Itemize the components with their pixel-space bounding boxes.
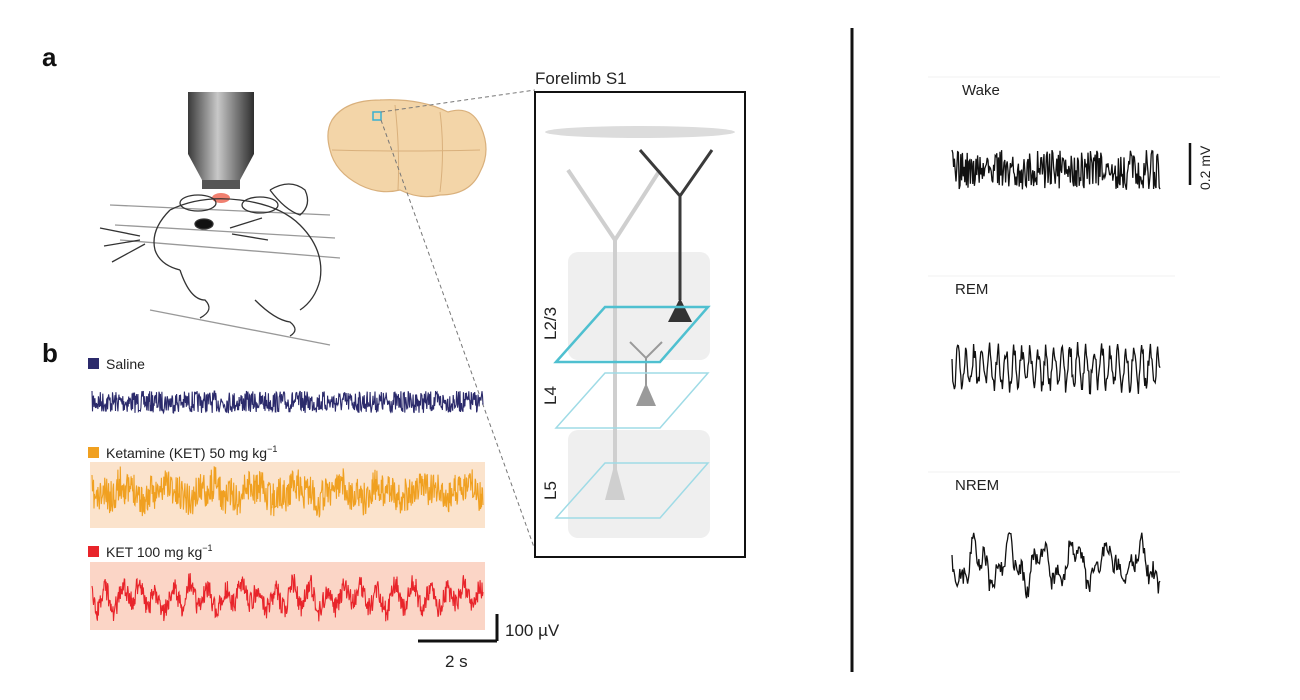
panel-b-letter: b (42, 338, 58, 368)
plane-l23 (553, 305, 711, 364)
legend-swatch-saline (88, 358, 99, 369)
trace-ket50 (91, 466, 484, 518)
layer-label-l23: L2/3 (541, 307, 560, 340)
scale-label-amplitude: 100 µV (505, 621, 560, 640)
mouse-illustration (99, 183, 341, 346)
microscope-objective-icon (188, 92, 254, 203)
state-label-nrem: NREM (955, 477, 999, 494)
panel-a-letter: a (42, 42, 57, 72)
state-label-wake: Wake (962, 82, 1000, 99)
layer-band-l5 (568, 430, 710, 538)
region-title: Forelimb S1 (535, 69, 627, 88)
trace-saline (91, 390, 484, 415)
trace-wake (951, 149, 1161, 190)
cortex-surface (545, 126, 735, 138)
trace-ket100 (91, 573, 484, 622)
l23-neuron-icon (638, 149, 714, 322)
trace-rem (951, 341, 1161, 395)
state-label-rem: REM (955, 281, 988, 298)
legend-label-ket100: KET 100 mg kg−1 (106, 543, 213, 560)
l5-neuron-icon (566, 168, 662, 500)
plane-l5 (554, 462, 710, 519)
legend-swatch-ket50 (88, 447, 99, 458)
scale-bar-panel-b (418, 614, 499, 643)
legend-label-saline: Saline (106, 356, 145, 372)
legend-label-ket50: Ketamine (KET) 50 mg kg−1 (106, 444, 277, 461)
scale-label-time: 2 s (445, 652, 468, 671)
legend-swatch-ket100 (88, 546, 99, 557)
layer-label-l4: L4 (541, 386, 560, 405)
plane-l4 (554, 372, 710, 429)
trace-nrem (951, 531, 1161, 599)
scale-label-right: 0.2 mV (1197, 145, 1213, 190)
brain-illustration (327, 89, 536, 551)
layer-label-l5: L5 (541, 481, 560, 500)
